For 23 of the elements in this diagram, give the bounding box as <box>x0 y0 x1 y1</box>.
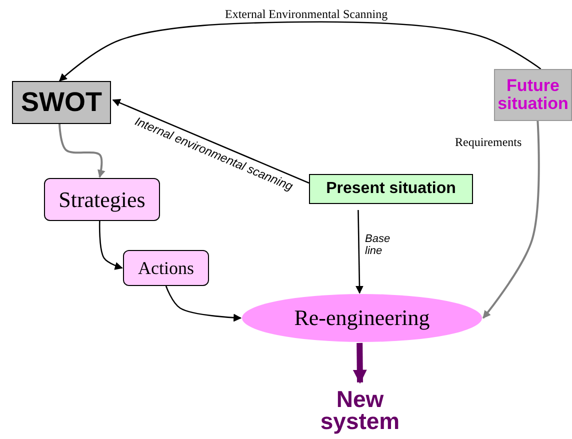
process-box <box>494 69 572 121</box>
arrow <box>58 124 106 178</box>
arrow <box>98 220 123 270</box>
edge-label: Base line <box>365 233 389 258</box>
box-label: Present situation <box>326 180 456 198</box>
arrow <box>58 21 542 82</box>
arrow <box>352 342 367 384</box>
edge-label: Requirements <box>455 136 522 150</box>
box-label: SWOT <box>21 88 102 117</box>
arrow <box>355 210 364 294</box>
arrow <box>165 286 242 322</box>
arrow <box>482 120 540 319</box>
process-box <box>12 81 111 124</box>
edge-label: External Environmental Scanning <box>225 8 388 22</box>
box-label: Actions <box>138 258 194 278</box>
output-text: New system <box>319 389 401 433</box>
box-label: Strategies <box>58 188 146 212</box>
box-label: Future situation <box>496 77 570 113</box>
process-box <box>123 250 209 286</box>
process-box <box>44 178 160 221</box>
process-box <box>309 174 473 204</box>
arrow <box>112 99 310 184</box>
box-label: Re-engineering <box>294 306 430 330</box>
